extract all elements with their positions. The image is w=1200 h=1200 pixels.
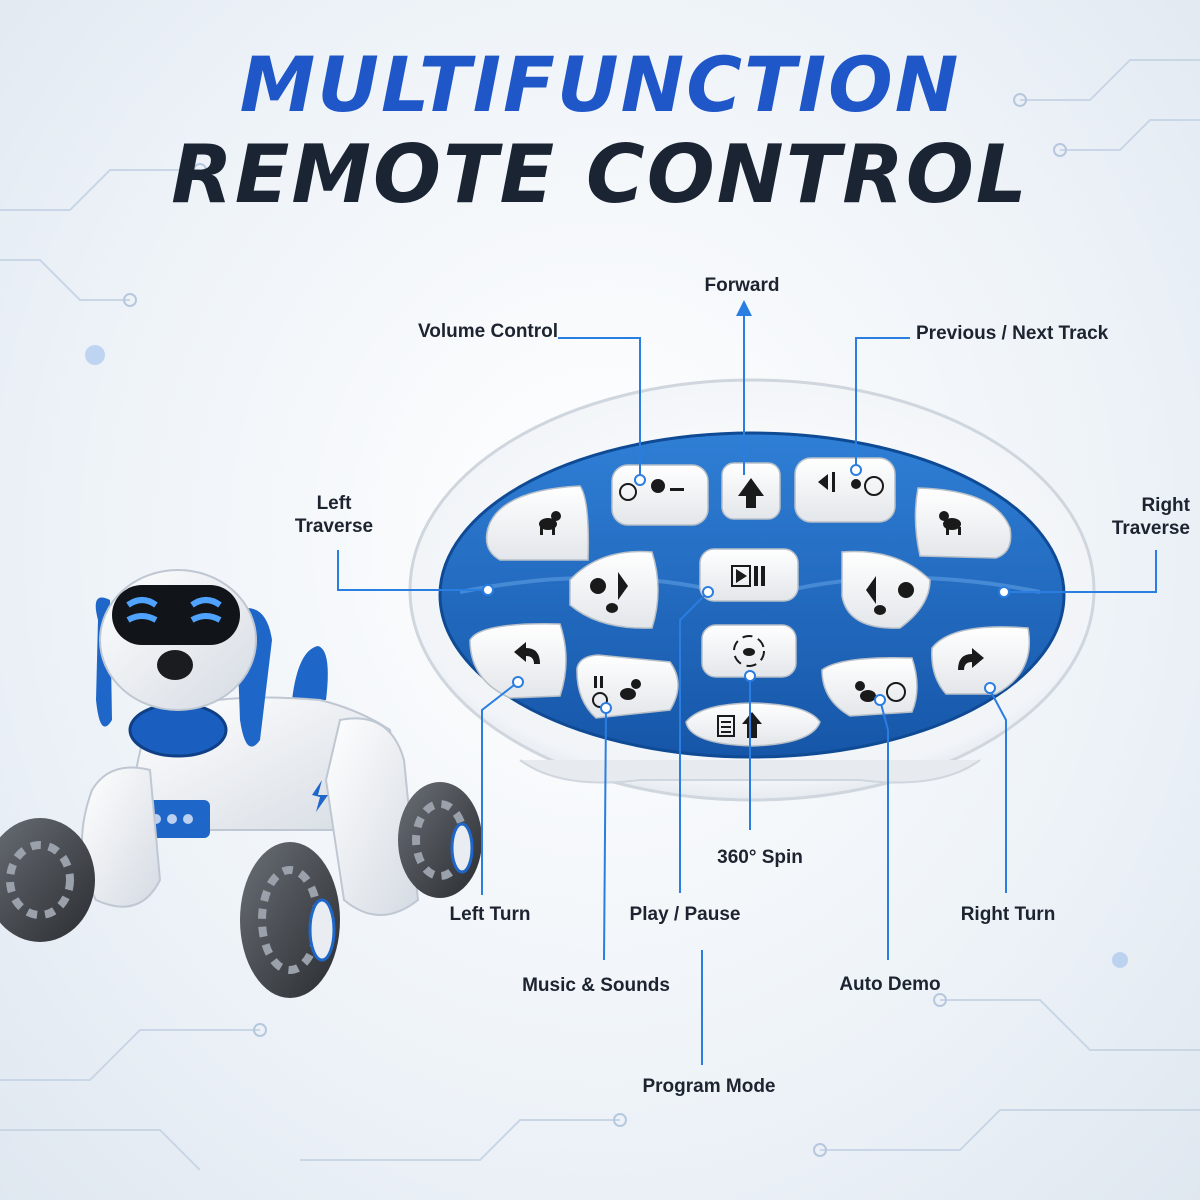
left-traverse-button[interactable] <box>485 485 590 561</box>
label-left-traverse-line-2: Traverse <box>294 516 374 537</box>
program-icon <box>717 712 762 738</box>
music-icon <box>592 676 641 708</box>
music-right-button[interactable] <box>841 550 931 629</box>
track-icon <box>818 472 884 496</box>
label-music-sounds: Music & Sounds <box>522 975 670 996</box>
right-traverse-button[interactable] <box>914 487 1012 559</box>
title-line-2: REMOTE CONTROL <box>171 128 1029 221</box>
mecanum-wheel <box>0 818 95 942</box>
label-forward: Forward <box>704 275 780 296</box>
music-left-button[interactable] <box>569 550 659 629</box>
dog-head <box>95 569 272 747</box>
label-right-traverse-line-2: Traverse <box>1111 518 1190 539</box>
music-icon <box>866 576 914 615</box>
play-pause-icon <box>731 565 765 587</box>
music-sounds-button[interactable] <box>576 654 679 719</box>
label-auto-demo: Auto Demo <box>839 974 941 995</box>
label-left-turn: Left Turn <box>449 904 531 925</box>
left-turn-button[interactable] <box>469 623 567 699</box>
mecanum-wheel <box>398 782 482 898</box>
turn-right-icon <box>958 648 984 670</box>
turn-left-icon <box>514 642 540 664</box>
label-right-traverse-line-1: Right <box>1141 495 1190 516</box>
label-play-pause: Play / Pause <box>629 904 741 925</box>
label-right-traverse: Right Traverse <box>1110 494 1190 540</box>
music-icon <box>590 572 628 613</box>
dog-icon <box>539 511 561 535</box>
label-right-turn: Right Turn <box>960 904 1056 925</box>
dog-icon <box>939 511 961 535</box>
arrow-up-icon <box>738 478 764 508</box>
mecanum-wheel <box>240 842 340 998</box>
title-line-1: MULTIFUNCTION <box>239 40 961 129</box>
label-program-mode: Program Mode <box>642 1076 776 1097</box>
volume-icon <box>619 479 684 501</box>
label-360-spin: 360° Spin <box>717 847 803 868</box>
label-left-traverse-line-1: Left <box>316 493 352 514</box>
spin-icon <box>733 635 765 667</box>
label-left-traverse: Left Traverse <box>295 492 373 538</box>
label-previous-next-track: Previous / Next Track <box>916 323 1109 344</box>
track-button[interactable] <box>794 457 896 523</box>
label-volume-control: Volume Control <box>418 321 559 342</box>
demo-icon <box>855 681 906 702</box>
